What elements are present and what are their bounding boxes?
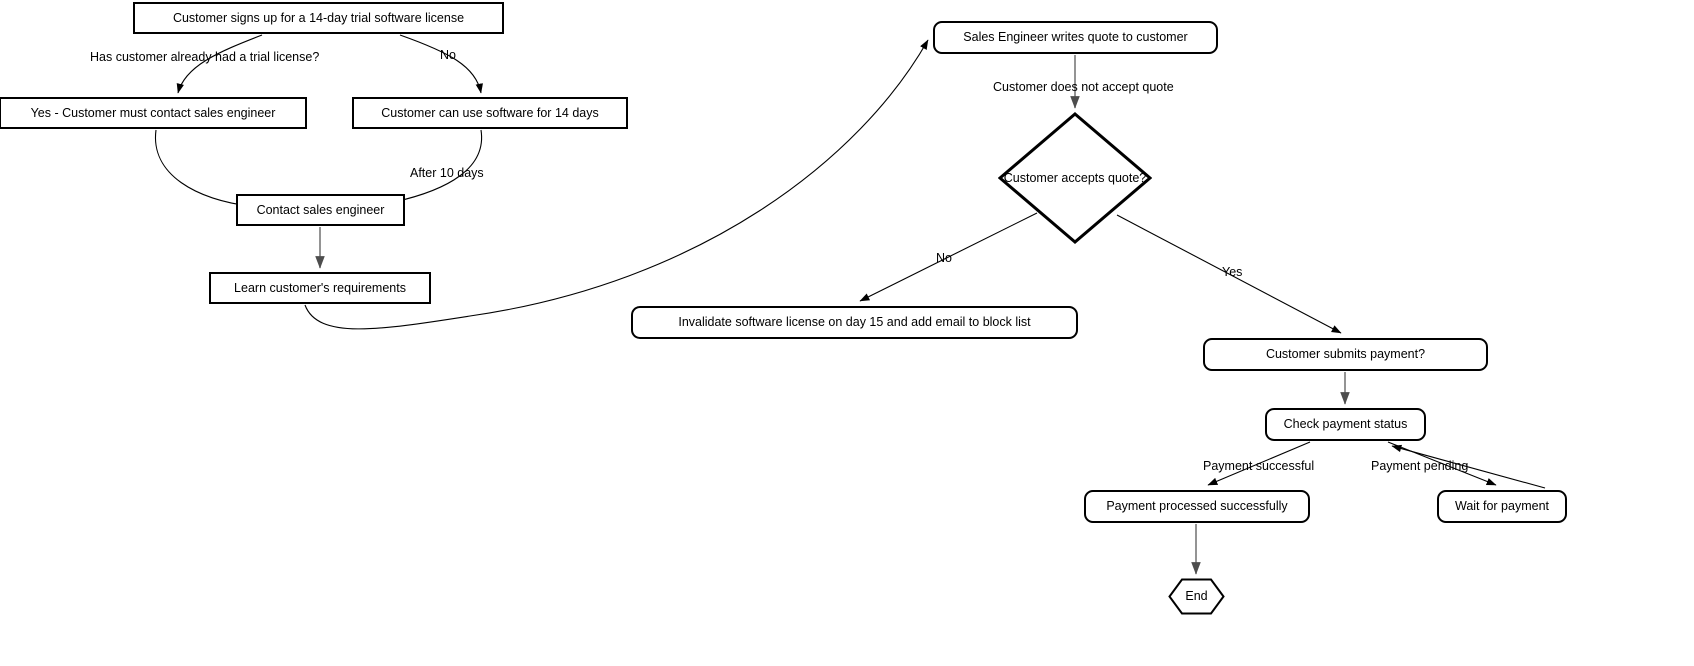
node-learn-customer-requirements[interactable]: Learn customer's requirements [209,272,431,304]
node-label: Customer accepts quote? [1003,170,1147,185]
node-label: Yes - Customer must contact sales engine… [30,105,276,120]
node-label: Payment processed successfully [1106,499,1288,513]
node-label: Invalidate software license on day 15 an… [678,315,1031,329]
node-label: Check payment status [1283,417,1408,431]
node-label: Sales Engineer writes quote to customer [963,30,1188,44]
node-label: Customer can use software for 14 days [381,105,599,120]
node-signup[interactable]: Customer signs up for a 14-day trial sof… [133,2,504,34]
node-wait-for-payment[interactable]: Wait for payment [1437,490,1567,523]
node-invalidate-license[interactable]: Invalidate software license on day 15 an… [631,306,1078,339]
node-check-payment-status[interactable]: Check payment status [1265,408,1426,441]
diamond-shape-icon [998,112,1152,244]
node-payment-processed-successfully[interactable]: Payment processed successfully [1084,490,1310,523]
edge-label-after-10-days: After 10 days [410,166,484,180]
edge-label-has-customer-had-trial: Has customer already had a trial license… [90,50,320,64]
node-label: Wait for payment [1454,499,1549,513]
edge-label-customer-does-not-accept-quote: Customer does not accept quote [993,80,1174,94]
node-contact-sales-engineer[interactable]: Contact sales engineer [236,194,405,226]
edge-signup-to-yes [176,34,263,94]
node-label: Learn customer's requirements [234,280,406,295]
hexagon-shape-icon [1168,578,1225,615]
node-sales-engineer-writes-quote[interactable]: Sales Engineer writes quote to customer [933,21,1218,54]
node-label: Customer signs up for a 14-day trial sof… [172,10,465,25]
node-yes-contact-sales-engineer[interactable]: Yes - Customer must contact sales engine… [0,97,307,129]
node-end[interactable]: End [1168,578,1225,615]
edge-label-yes-quote: Yes [1222,265,1243,279]
edge-label-payment-successful: Payment successful [1203,459,1315,473]
node-label: End [1185,589,1208,603]
edge-label-no-quote: No [936,251,952,265]
node-customer-submits-payment[interactable]: Customer submits payment? [1203,338,1488,371]
node-label: Customer submits payment? [1265,347,1426,361]
node-use-software-14-days[interactable]: Customer can use software for 14 days [352,97,628,129]
node-customer-accepts-quote-decision[interactable]: Customer accepts quote? [998,112,1152,244]
node-label: Contact sales engineer [256,202,385,217]
edge-label-no-trial: No [440,48,456,62]
edge-label-payment-pending: Payment pending [1371,459,1469,473]
edge-signup-to-use14 [399,34,483,94]
